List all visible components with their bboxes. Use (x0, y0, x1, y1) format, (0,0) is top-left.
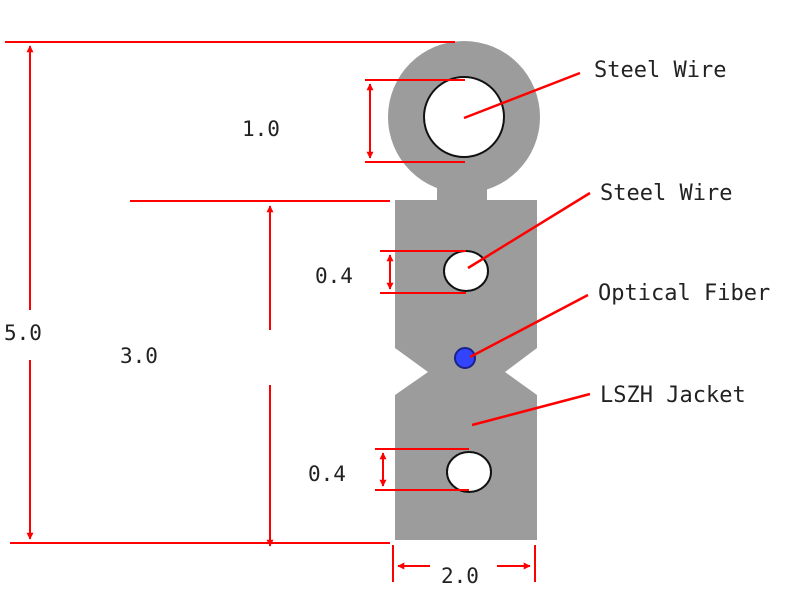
dim-total-height: 5.0 (4, 321, 42, 345)
label-steel-wire-mid: Steel Wire (600, 181, 732, 206)
label-steel-wire-top: Steel Wire (594, 58, 726, 83)
dim-lower-wire: 0.4 (308, 462, 346, 486)
dim-body-height: 3.0 (120, 344, 158, 368)
dim-messenger-diameter: 1.0 (242, 117, 280, 141)
dim-upper-wire: 0.4 (315, 264, 353, 288)
label-lszh-jacket: LSZH Jacket (600, 383, 746, 408)
callout-leaders (463, 71, 591, 427)
label-optical-fiber: Optical Fiber (598, 281, 770, 306)
cable-body (395, 200, 537, 540)
dim-width: 2.0 (441, 564, 479, 588)
dimension-arrows (26, 45, 531, 570)
lower-steel-wire (446, 451, 492, 493)
optical-fiber-core (454, 347, 476, 369)
upper-steel-wire (443, 250, 489, 292)
reference-lines (5, 41, 536, 582)
